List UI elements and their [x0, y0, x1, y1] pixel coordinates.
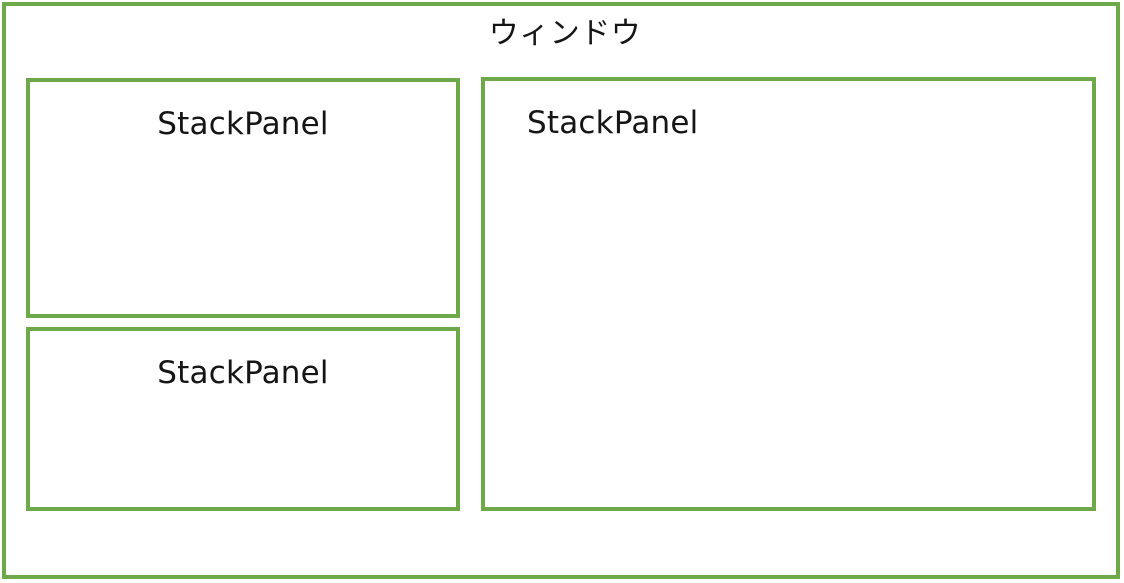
stack-panel-left-top: StackPanel — [26, 78, 460, 318]
window-title-label: ウィンドウ — [488, 16, 642, 51]
stack-panel-left-bottom-label: StackPanel — [157, 355, 329, 391]
stack-panel-left-top-label: StackPanel — [157, 106, 329, 142]
stack-panel-right: StackPanel — [481, 77, 1096, 511]
stack-panel-left-bottom: StackPanel — [26, 327, 460, 511]
stack-panel-right-label: StackPanel — [527, 105, 699, 141]
